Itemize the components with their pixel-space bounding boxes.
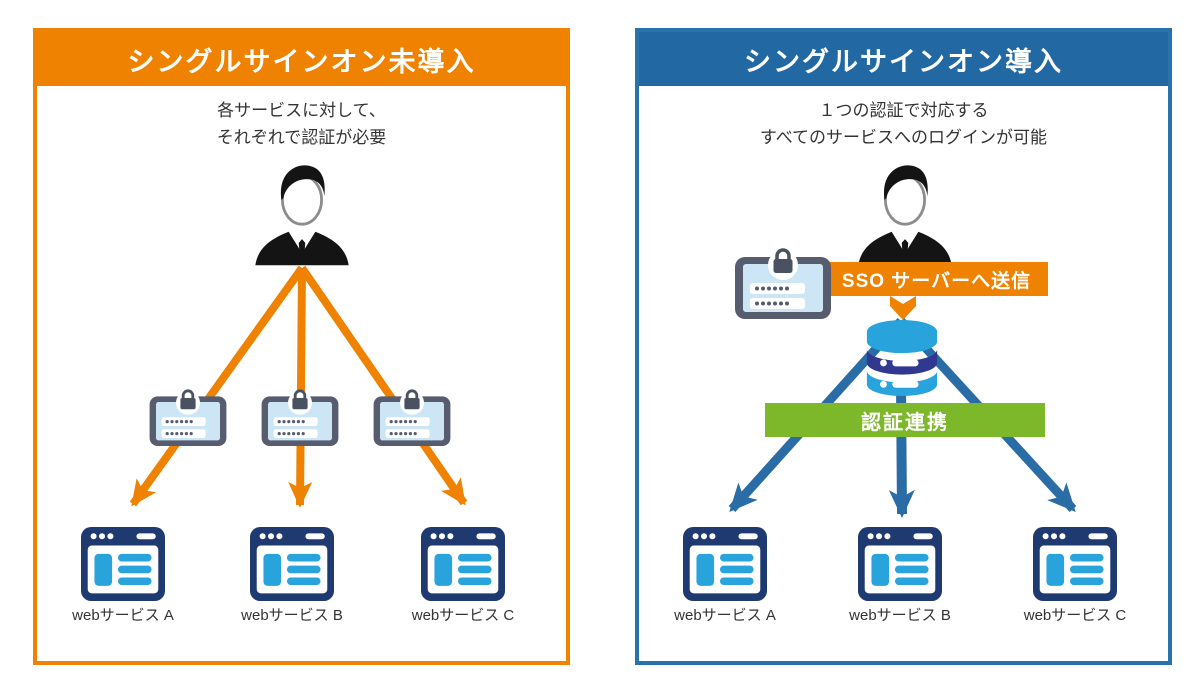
lock-icon	[775, 248, 791, 260]
panel-with-sso: シングルサインオン導入 １つの認証で対応する すべてのサービスへのログインが可能	[635, 28, 1172, 665]
credential-icon-a	[149, 389, 227, 446]
panel-with-sso-description: １つの認証で対応する すべてのサービスへのログインが可能	[759, 101, 1048, 148]
panel-without-sso-body: 各サービスに対して、 それぞれで認証が必要	[37, 86, 566, 661]
web-service-icon-a	[683, 527, 767, 601]
lock-icon	[293, 389, 307, 399]
orange-arrows-layer	[129, 265, 468, 508]
lock-icon	[181, 389, 195, 399]
lock-icon	[405, 389, 419, 399]
web-service-icon-a	[81, 527, 165, 601]
arrow-user-to-services	[129, 265, 468, 508]
web-service-icon-b	[250, 527, 334, 601]
user-icon	[858, 165, 952, 266]
panel-with-sso-body: １つの認証で対応する すべてのサービスへのログインが可能	[639, 86, 1168, 661]
service-label-b: webサービス B	[849, 607, 951, 624]
banner-down-arrow-icon	[890, 296, 916, 320]
service-label-c: webサービス C	[411, 607, 515, 624]
service-label-c: webサービス C	[1023, 607, 1127, 624]
credential-icon-b	[261, 389, 339, 446]
service-label-b: webサービス B	[241, 607, 343, 624]
sso-server-database-icon	[866, 320, 938, 397]
panel-with-sso-title: シングルサインオン導入	[639, 32, 1168, 86]
credential-icon-c	[373, 389, 451, 446]
panel-without-sso-title: シングルサインオン未導入	[37, 32, 566, 86]
service-label-a: webサービス A	[72, 607, 174, 624]
panel-without-sso: シングルサインオン未導入 各サービスに対して、 それぞれで認証が必要	[33, 28, 570, 665]
web-service-icon-c	[421, 527, 505, 601]
federation-banner: 認証連携	[765, 403, 1045, 437]
web-service-icon-b	[858, 527, 942, 601]
panel-without-sso-description: 各サービスに対して、 それぞれで認証が必要	[216, 101, 387, 148]
service-label-a: webサービス A	[674, 607, 776, 624]
web-service-icon-c	[1033, 527, 1117, 601]
credential-icon	[735, 248, 831, 319]
user-icon	[255, 165, 349, 266]
sso-send-banner: SSO サーバーへ送信	[825, 262, 1048, 296]
